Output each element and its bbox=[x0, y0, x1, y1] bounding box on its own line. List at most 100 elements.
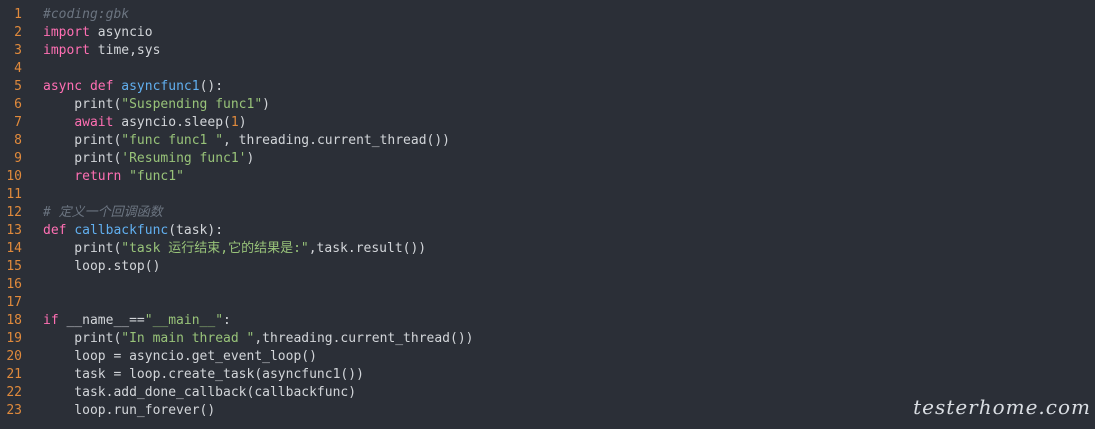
code-text: loop = asyncio.get_event_loop() bbox=[22, 348, 317, 366]
code-text: #coding:gbk bbox=[22, 6, 129, 24]
code-text: async def asyncfunc1(): bbox=[22, 78, 223, 96]
code-token: print( bbox=[43, 151, 122, 166]
line-number: 5 bbox=[14, 79, 22, 94]
code-token: 'Resuming func1' bbox=[121, 151, 247, 166]
code-text: import asyncio bbox=[22, 24, 153, 42]
line-number: 18 bbox=[6, 313, 22, 328]
code-text: print("Suspending func1") bbox=[22, 96, 270, 114]
code-token: print( bbox=[43, 97, 122, 112]
code-token: callbackfunc bbox=[74, 223, 169, 238]
code-line[interactable]: 10 return "func1" bbox=[0, 168, 1095, 186]
line-number: 14 bbox=[6, 241, 22, 256]
code-token: import bbox=[43, 25, 90, 40]
code-line[interactable]: 7 await asyncio.sleep(1) bbox=[0, 114, 1095, 132]
line-number: 10 bbox=[6, 169, 22, 184]
code-text: if __name__=="__main__": bbox=[22, 312, 231, 330]
code-line[interactable]: 1 #coding:gbk bbox=[0, 6, 1095, 24]
code-token: asyncio.sleep( bbox=[113, 115, 231, 130]
code-token: asyncio bbox=[89, 25, 153, 40]
code-text: task.add_done_callback(callbackfunc) bbox=[22, 384, 356, 402]
code-line[interactable]: 8 print("func func1 ", threading.current… bbox=[0, 132, 1095, 150]
code-line[interactable]: 16 bbox=[0, 276, 1095, 294]
code-token: print( bbox=[43, 241, 122, 256]
code-token: ) bbox=[246, 151, 255, 166]
code-token bbox=[43, 169, 74, 184]
code-token: "func1" bbox=[129, 169, 184, 184]
code-token: loop.run_forever() bbox=[43, 403, 216, 418]
code-line[interactable]: 9 print('Resuming func1') bbox=[0, 150, 1095, 168]
code-token: "func func1 " bbox=[121, 133, 224, 148]
code-token: ,threading.current_thread()) bbox=[254, 331, 474, 346]
code-text: print('Resuming func1') bbox=[22, 150, 254, 168]
code-line[interactable]: 23 loop.run_forever() bbox=[0, 402, 1095, 420]
line-number: 20 bbox=[6, 349, 22, 364]
code-line[interactable]: 19 print("In main thread ",threading.cur… bbox=[0, 330, 1095, 348]
code-token: __name__== bbox=[58, 313, 145, 328]
code-text: loop.stop() bbox=[22, 258, 160, 276]
line-number: 17 bbox=[6, 295, 22, 310]
code-token: async def bbox=[43, 79, 122, 94]
code-line[interactable]: 4 bbox=[0, 60, 1095, 78]
line-number: 7 bbox=[14, 115, 22, 130]
code-line[interactable]: 22 task.add_done_callback(callbackfunc) bbox=[0, 384, 1095, 402]
line-number: 22 bbox=[6, 385, 22, 400]
code-token: "In main thread " bbox=[121, 331, 255, 346]
code-text: loop.run_forever() bbox=[22, 402, 215, 420]
line-number: 9 bbox=[14, 151, 22, 166]
code-text: return "func1" bbox=[22, 168, 184, 186]
line-number: 8 bbox=[14, 133, 22, 148]
line-number: 2 bbox=[14, 25, 22, 40]
code-token: task = loop.create_task(asyncfunc1()) bbox=[43, 367, 364, 382]
code-text bbox=[22, 276, 43, 294]
code-text: # 定义一个回调函数 bbox=[22, 204, 163, 222]
code-line[interactable]: 6 print("Suspending func1") bbox=[0, 96, 1095, 114]
code-token: print( bbox=[43, 133, 122, 148]
code-line[interactable]: 20 loop = asyncio.get_event_loop() bbox=[0, 348, 1095, 366]
code-line[interactable]: 15 loop.stop() bbox=[0, 258, 1095, 276]
code-token: print( bbox=[43, 331, 122, 346]
code-token: import bbox=[43, 43, 90, 58]
code-line[interactable]: 14 print("task 运行结束,它的结果是:",task.result(… bbox=[0, 240, 1095, 258]
line-number: 11 bbox=[6, 187, 22, 202]
line-number: 4 bbox=[14, 61, 22, 76]
code-token: task.add_done_callback(callbackfunc) bbox=[43, 385, 357, 400]
code-text: await asyncio.sleep(1) bbox=[22, 114, 247, 132]
code-token: "__main__" bbox=[144, 313, 224, 328]
code-token bbox=[121, 169, 129, 184]
code-token: "task 运行结束,它的结果是:" bbox=[121, 241, 309, 256]
code-line[interactable]: 17 bbox=[0, 294, 1095, 312]
code-line[interactable]: 21 task = loop.create_task(asyncfunc1()) bbox=[0, 366, 1095, 384]
code-token: (task): bbox=[168, 223, 224, 238]
line-number: 21 bbox=[6, 367, 22, 382]
code-token: # 定义一个回调函数 bbox=[43, 205, 163, 220]
code-token: if bbox=[43, 313, 59, 328]
code-line[interactable]: 12# 定义一个回调函数 bbox=[0, 204, 1095, 222]
code-token: await bbox=[74, 115, 114, 130]
watermark-logo: testerhome.com bbox=[913, 395, 1091, 419]
line-number: 6 bbox=[14, 97, 22, 112]
code-token: #coding:gbk bbox=[43, 7, 130, 22]
code-token: return bbox=[74, 169, 122, 184]
line-number: 1 bbox=[14, 7, 22, 22]
code-token: ) bbox=[262, 97, 270, 112]
code-token: loop = asyncio.get_event_loop() bbox=[43, 349, 317, 364]
code-text: print("func func1 ", threading.current_t… bbox=[22, 132, 450, 150]
code-text bbox=[22, 186, 43, 204]
code-text: print("In main thread ",threading.curren… bbox=[22, 330, 474, 348]
code-token: loop.stop() bbox=[43, 259, 161, 274]
line-number: 13 bbox=[6, 223, 22, 238]
line-number: 3 bbox=[14, 43, 22, 58]
line-number: 16 bbox=[6, 277, 22, 292]
code-text bbox=[22, 294, 43, 312]
code-line[interactable]: 3 import time,sys bbox=[0, 42, 1095, 60]
code-token: "Suspending func1" bbox=[121, 97, 263, 112]
code-token: time,sys bbox=[89, 43, 161, 58]
code-token: ) bbox=[238, 115, 247, 130]
code-line[interactable]: 11 bbox=[0, 186, 1095, 204]
